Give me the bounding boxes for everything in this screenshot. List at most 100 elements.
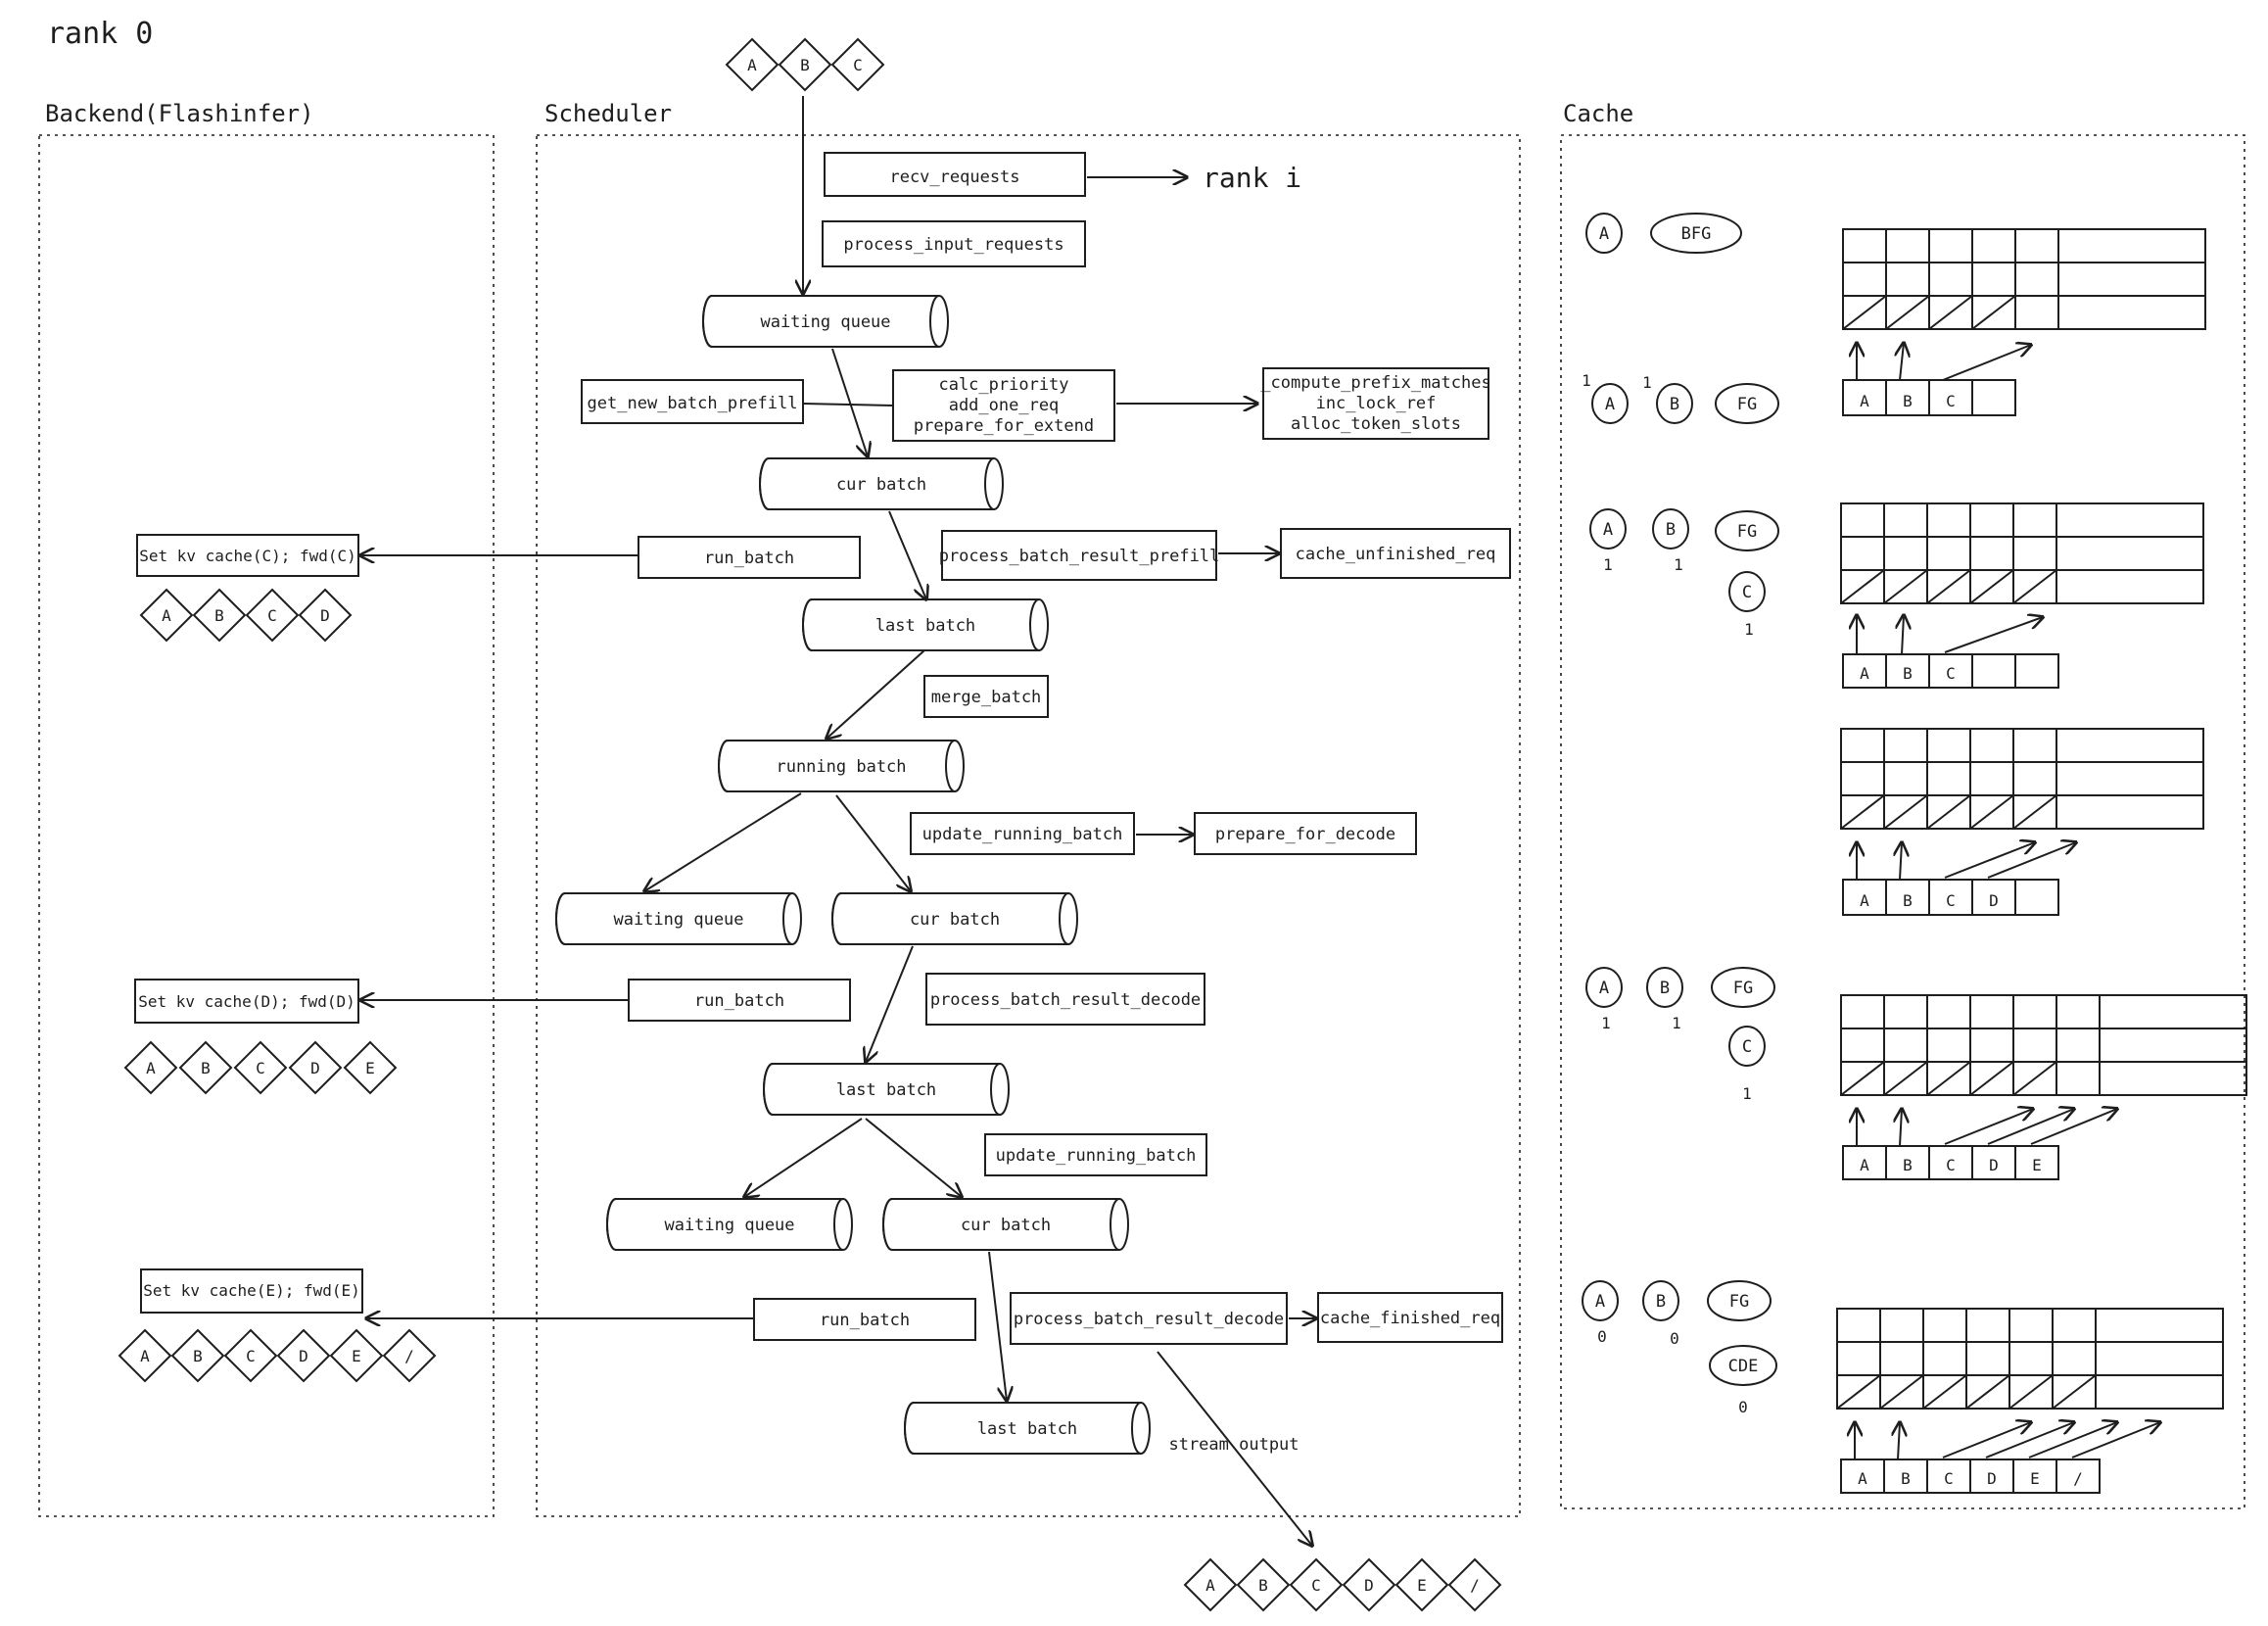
arrow-cur-batch-3-to-last-batch-3 (988, 1251, 1007, 1401)
cache-s6-token: E (2030, 1469, 2040, 1488)
update-running-batch-2-box[interactable] (984, 1133, 1207, 1176)
cache-s1-token: C (1946, 392, 1956, 410)
cache-s5-fg-node-label: FG (1733, 979, 1753, 998)
backend-fwd-1-box[interactable] (136, 534, 359, 577)
backend-1-diamond (245, 588, 300, 643)
output-diamond (1289, 1557, 1344, 1612)
get-new-batch-prefill-box[interactable] (581, 379, 804, 424)
cache-s4-token: A (1860, 891, 1869, 910)
cylinder-label: last batch (875, 616, 975, 636)
backend-2-diamond (288, 1040, 343, 1095)
cylinder-end (904, 1402, 915, 1455)
output-token: E (1417, 1576, 1427, 1595)
cylinder-label: last batch (836, 1080, 936, 1100)
cache-s2-a-node-label: A (1605, 395, 1615, 414)
arrow-last-batch-2-to-cur-batch-3 (865, 1118, 962, 1197)
cache-s6-token: / (2073, 1469, 2083, 1488)
run-batch-3-label: run_batch (820, 1311, 910, 1330)
cur-batch-1: cur batch (759, 457, 1004, 510)
cur-batch-3: cur batch (882, 1198, 1129, 1251)
cache-unfinished-req-box[interactable] (1280, 528, 1511, 579)
backend-2-diamond (123, 1040, 178, 1095)
cache-s1-token: A (1860, 392, 1869, 410)
cache-s6-a-node (1582, 1280, 1619, 1321)
cache-frame (1560, 134, 2245, 1509)
prefill-step-2: add_one_req (949, 396, 1060, 415)
process-input-requests-box[interactable] (822, 220, 1086, 267)
cylinder-end (718, 740, 729, 792)
backend-3-token: C (246, 1347, 256, 1365)
cylinder-end (990, 1063, 1001, 1116)
cache-s3-fg-node-label: FG (1737, 522, 1757, 542)
cache-s1-used-slot (1928, 295, 1973, 330)
cache-s5-token: D (1989, 1156, 1999, 1174)
cache-s4-used-slot (1840, 794, 1885, 830)
cache-s6-token: D (1987, 1469, 1997, 1488)
cache-s5-c-node-label: C (1742, 1037, 1752, 1057)
backend-fwd-2-label: Set kv cache(D); fwd(D) (138, 992, 355, 1011)
prepare-for-decode-box[interactable] (1194, 812, 1417, 855)
prefix-step-3: alloc_token_slots (1291, 414, 1461, 434)
cache-s6-used-slot (2052, 1374, 2097, 1410)
backend-fwd-2-box[interactable] (134, 979, 359, 1024)
cylinder-label: last batch (977, 1419, 1077, 1439)
cache-s4-grid-frame (1840, 728, 2204, 830)
scheduler-frame (536, 134, 1521, 1517)
cache-s3-b-node-label: B (1666, 520, 1676, 540)
cache-s6-a-count: 0 (1597, 1327, 1607, 1346)
output-diamond (1183, 1557, 1238, 1612)
cache-s5-used-slot (1883, 1061, 1928, 1096)
process-input-requests-label: process_input_requests (843, 235, 1063, 255)
backend-2-token: B (201, 1059, 211, 1077)
backend-2-token: A (146, 1059, 156, 1077)
cache-s5-a-count: 1 (1601, 1014, 1611, 1032)
prefill-steps-box[interactable] (892, 369, 1115, 442)
backend-2-token: E (365, 1059, 375, 1077)
waiting-queue-2: waiting queue (555, 892, 802, 945)
process-batch-result-decode-2-box[interactable] (1010, 1292, 1288, 1345)
backend-frame (38, 134, 495, 1517)
cache-s6-token: B (1901, 1469, 1911, 1488)
cache-s1-bfg-node-label: BFG (1681, 224, 1712, 244)
cache-s3-b-node (1652, 508, 1689, 550)
cache-s5-token: E (2032, 1156, 2042, 1174)
merge-batch-box[interactable] (923, 675, 1049, 718)
arrow-last-batch-1-to-running-batch (827, 649, 925, 739)
arrow-wq1-to-cur-batch-1 (831, 348, 868, 456)
arrow-stream-output (1157, 1351, 1312, 1546)
cache-s3-b-count: 1 (1674, 555, 1683, 574)
cache-finished-req-box[interactable] (1317, 1292, 1503, 1343)
recv-requests-box[interactable] (824, 152, 1086, 197)
cylinder-end (882, 1198, 893, 1251)
cache-s2-a-node (1591, 383, 1629, 424)
arrow-cur-batch-2-to-last-batch-2 (866, 945, 914, 1062)
cache-s6-cde-count: 0 (1738, 1398, 1748, 1416)
cache-s6-a-node-label: A (1595, 1292, 1605, 1312)
process-batch-result-decode-1-box[interactable] (925, 973, 1205, 1026)
cache-s2-a-count: 1 (1582, 371, 1591, 390)
cache-s3-a-node-label: A (1603, 520, 1613, 540)
cache-s6-cde-node (1709, 1345, 1777, 1386)
cache-s4-token: D (1989, 891, 1999, 910)
prefill-step-1: calc_priority (938, 375, 1068, 395)
cache-s6-fg-node (1707, 1280, 1772, 1321)
backend-fwd-3-box[interactable] (140, 1268, 363, 1314)
cache-unfinished-req-label: cache_unfinished_req (1296, 545, 1496, 564)
cylinder-end (1110, 1198, 1120, 1251)
arrow-last-batch-2-to-waiting-queue-3 (744, 1118, 863, 1197)
cylinder-label: waiting queue (760, 312, 890, 332)
prefix-steps-box[interactable] (1262, 367, 1489, 440)
cache-s3-c-count: 1 (1744, 620, 1754, 639)
cache-s3-grid-frame (1840, 502, 2204, 604)
cache-s6-cde-node-label: CDE (1728, 1357, 1759, 1376)
cache-s4-token: B (1903, 891, 1913, 910)
run-batch-1-box[interactable] (638, 536, 861, 579)
update-running-batch-1-box[interactable] (910, 812, 1135, 855)
process-batch-result-prefill-box[interactable] (941, 530, 1217, 581)
cylinder-end (759, 457, 770, 510)
page-title: rank 0 (47, 17, 153, 51)
input-diamond (778, 37, 832, 92)
